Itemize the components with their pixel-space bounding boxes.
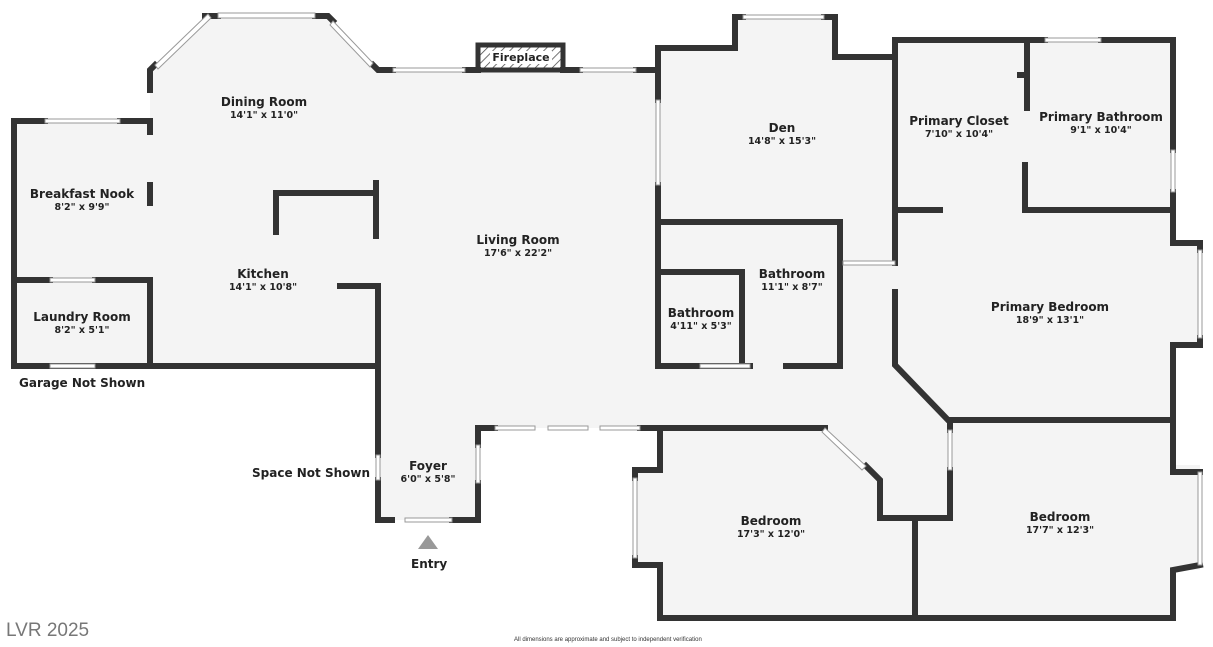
watermark: LVR 2025 (6, 620, 90, 641)
windows (44, 12, 1203, 566)
disclaimer: All dimensions are approximate and subje… (514, 637, 702, 643)
entry-arrow-icon (418, 535, 438, 549)
entry-label: Entry (411, 557, 448, 571)
floor-area (14, 15, 1200, 618)
space-note: Space Not Shown (252, 466, 371, 480)
fireplace-label: Fireplace (490, 51, 552, 64)
garage-note: Garage Not Shown (19, 376, 146, 390)
